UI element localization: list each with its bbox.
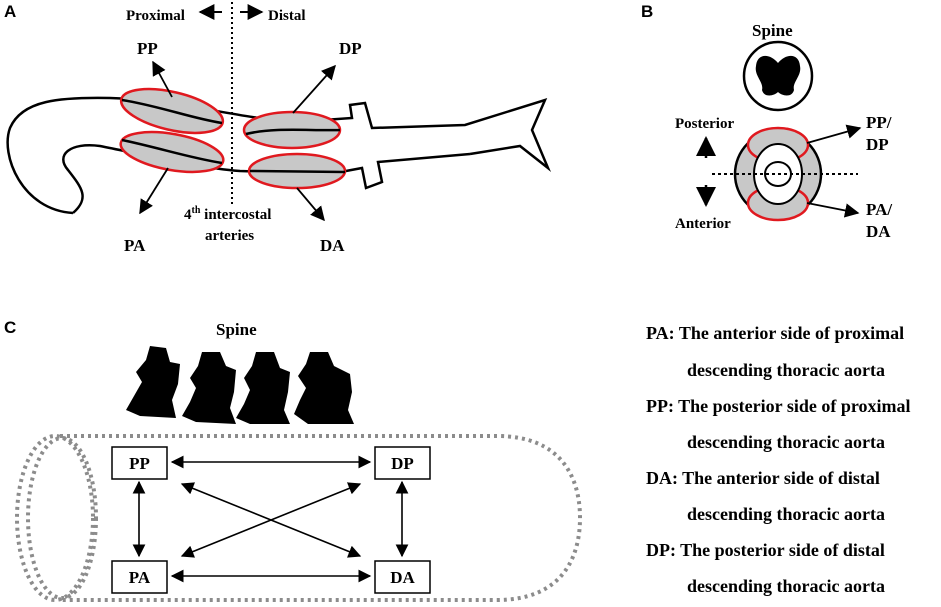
dp-box [374,446,431,480]
pa-label: PA [124,236,146,255]
pa-da-label-line1: PA/ [866,200,892,219]
pp-box [111,446,168,480]
pa-arrow [139,167,169,215]
da-box [374,560,431,594]
legend-pp-line1: PP: The posterior side of proximal [646,396,911,416]
legend-pa-line2: descending thoracic aorta [687,360,885,380]
panel-b: B Spine Posterior Anterior PP/ DP PA/ DA [641,2,892,241]
pa-da-arrow [806,202,860,218]
da-label: DA [320,236,345,255]
intercostal-line2: arteries [205,228,254,244]
panel-b-letter: B [641,2,653,21]
anterior-label: Anterior [675,216,731,232]
legend-dp-line1: DP: The posterior side of distal [646,540,885,560]
da-arrow [296,187,325,222]
pp-dp-arrow [806,124,862,144]
upper-wall-line [121,98,223,125]
legend-da-line2: descending thoracic aorta [687,504,885,524]
dp-pa-link [180,482,362,558]
pp-arrow [152,60,173,98]
aorta-tube-outline [60,434,583,602]
distal-label: Distal [268,8,306,24]
dp-box-label: DP [391,454,414,473]
distal-upper-wall-line [245,128,341,136]
panel-c-letter: C [4,318,16,337]
vertebra-body [755,55,801,96]
intercostal-line1: 4th intercostal [184,205,271,223]
pp-dp-label-line2: DP [866,135,889,154]
vertebra-3 [236,352,290,424]
legend: PA: The anterior side of proximal descen… [646,323,911,596]
vertebra-2 [182,352,236,424]
aorta-tube-end-inner [26,436,98,600]
pa-da-label-line2: DA [866,222,891,241]
legend-pa-line1: PA: The anterior side of proximal [646,323,904,343]
aortic-outline-upper [6,96,552,215]
lower-wall-line [121,138,223,165]
legend-dp-line2: descending thoracic aorta [687,576,885,596]
panel-a-letter: A [4,2,16,21]
pa-box [111,560,168,594]
panel-c: C Spine PP DP PA DA [4,318,583,602]
legend-da-line1: DA: The anterior side of distal [646,468,880,488]
spine-label-c: Spine [216,320,257,339]
pp-box-label: PP [129,454,150,473]
aortic-outline-lower [62,144,471,214]
posterior-label: Posterior [675,116,734,132]
pp-label: PP [137,39,158,58]
legend-pp-line2: descending thoracic aorta [687,432,885,452]
pa-box-label: PA [129,568,151,587]
pp-dp-label-line1: PP/ [866,113,892,132]
distal-lower-wall-line [249,169,346,174]
spine-label-b: Spine [752,21,793,40]
panel-a: A Proximal Distal PP DP PA DA 4th interc… [4,2,552,255]
vertebra-4 [294,352,354,424]
da-box-label: DA [390,568,415,587]
dp-label: DP [339,39,362,58]
vertebra-1 [126,346,180,418]
proximal-label: Proximal [126,8,185,24]
dp-arrow [292,64,336,114]
aorta-tube-end-outer [15,434,95,602]
